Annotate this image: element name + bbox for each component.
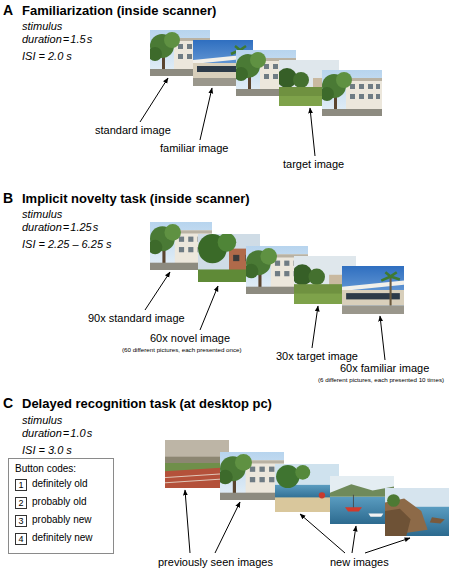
button-meaning: definitely new [32,532,93,544]
node-text: Button codes: [15,463,76,475]
image-label: target image [283,158,344,171]
timing-note: stimulus duration = 1.25 s [22,208,101,234]
image-stack [148,30,382,116]
button-meaning: probably old [32,496,86,508]
button-key: 4 [15,533,27,545]
photo [330,476,394,524]
image-stack [148,222,404,314]
photo [218,452,284,500]
leader-arrow [200,286,218,330]
timing-note: ISI = 2.25 – 6.25 s [22,238,112,251]
photo [165,440,229,488]
panel-title: Delayed recognition task (at desktop pc) [22,396,272,412]
button-meaning: definitely old [32,478,88,490]
leader-arrow [312,306,318,348]
panel-title: Familiarization (inside scanner) [22,3,216,19]
image-label: 60x familiar image [340,362,429,375]
image-label: standard image [95,124,171,137]
leader-arrow [185,490,190,553]
leader-arrow [140,78,168,122]
node-text: 3 [16,516,26,526]
leader-arrow [310,108,315,156]
panel-letter: A [3,2,13,18]
timing-note: ISI = 2.0 s [22,50,72,63]
panel-letter: B [3,190,13,206]
leader-arrow [145,272,170,310]
photo [342,266,404,314]
image-note: (6 different pictures, each presented 10… [318,376,444,384]
leader-arrow [200,88,212,140]
photo [385,488,449,536]
leader-arrow [352,526,356,553]
image-label: familiar image [160,142,228,155]
photo [320,70,382,116]
leader-arrow [215,502,240,553]
image-label: 30x target image [276,350,358,363]
node-text: 2 [16,498,26,508]
node-text: 4 [16,534,26,544]
image-label: new images [330,556,389,569]
panel-title: Implicit novelty task (inside scanner) [22,191,250,207]
photo [275,464,339,512]
button-key: 1 [15,479,27,491]
leader-arrow [365,538,410,553]
image-stack [165,440,449,536]
image-label: 60x novel image [150,332,230,345]
timing-note: ISI = 3.0 s [22,444,72,457]
leader-arrow [380,316,385,360]
node-text: 1 [16,480,26,490]
image-label: 90x standard image [88,312,185,325]
timing-note: stimulus duration = 1.0 s [22,414,101,440]
timing-note: stimulus duration = 1.5 s [22,20,101,46]
button-key: 2 [15,497,27,509]
leader-arrows [140,78,315,156]
leader-arrow [300,514,345,553]
image-note: (60 different pictures, each presented o… [122,346,242,354]
leader-arrows [185,490,410,553]
button-meaning: probably new [32,514,91,526]
button-key: 3 [15,515,27,527]
panel-letter: C [3,395,13,411]
image-label: previously seen images [158,556,273,569]
